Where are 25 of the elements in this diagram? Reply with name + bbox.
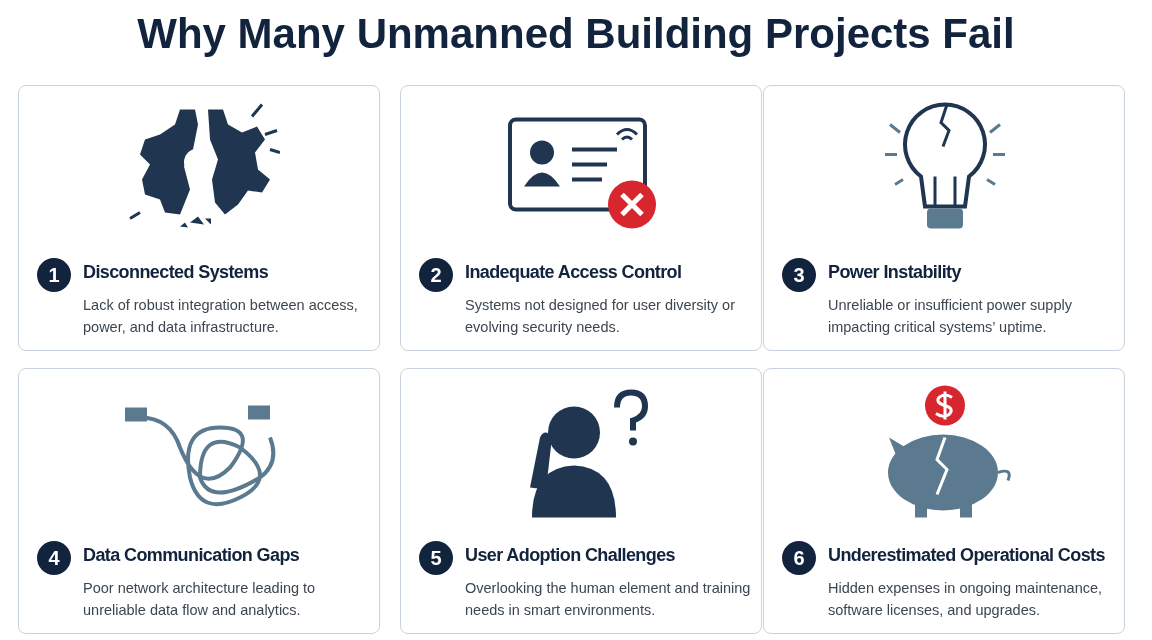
- number-badge: 5: [419, 541, 453, 575]
- info-card: [400, 368, 762, 634]
- card-description: Systems not designed for user diversity or evolving security needs.: [465, 296, 736, 337]
- number-badge: 4: [37, 541, 71, 575]
- card-heading: Disconnected Systems: [83, 262, 270, 283]
- card-heading: Data Communication Gaps: [83, 545, 301, 566]
- page-title: Why Many Unmanned Building Projects Fail: [136, 10, 1016, 58]
- number-badge: 1: [37, 258, 71, 292]
- number-badge: 3: [782, 258, 816, 292]
- info-card: [763, 85, 1125, 351]
- number-badge: 6: [782, 541, 816, 575]
- card-description: Unreliable or insufficient power supply impacting critical systems’ uptime.: [828, 296, 1073, 337]
- number-badge: 2: [419, 258, 453, 292]
- card-description: Poor network architecture leading to unreliable data flow and analytics.: [83, 579, 317, 620]
- card-heading: Power Instability: [828, 262, 963, 283]
- card-description: Overlooking the human element and training needs in smart environments.: [465, 579, 752, 620]
- card-heading: Underestimated Operational Costs: [828, 545, 1106, 566]
- info-card: [763, 368, 1125, 634]
- card-heading: User Adoption Challenges: [465, 545, 676, 566]
- card-description: Hidden expenses in ongoing maintenance, software licenses, and upgrades.: [828, 579, 1104, 620]
- card-heading: Inadequate Access Control: [465, 262, 683, 283]
- info-card: [18, 85, 380, 351]
- info-card: [18, 368, 380, 634]
- card-description: Lack of robust integration between access, power, and data infrastructure.: [83, 296, 359, 337]
- info-card: [400, 85, 762, 351]
